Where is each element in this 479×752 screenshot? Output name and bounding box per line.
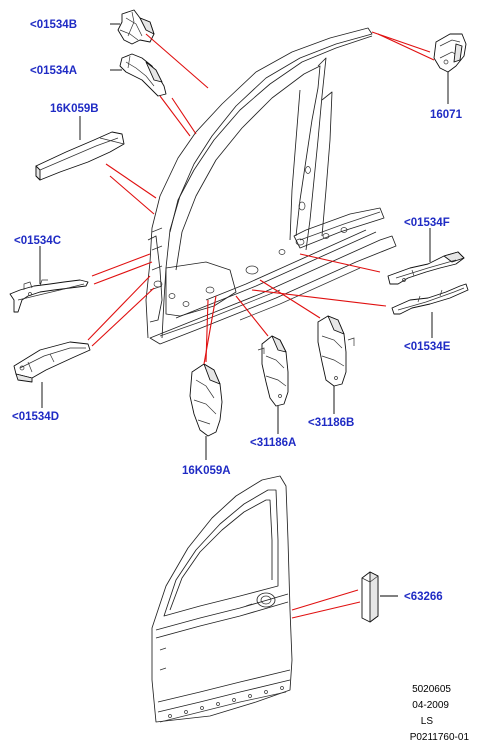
leader-01534B (145, 33, 209, 89)
drawing-number: 5020605 (412, 684, 451, 695)
drawing-reference: 5020605 04-2009 LS P0211760-01 (349, 682, 469, 746)
label-16071[interactable]: 16071 (430, 109, 463, 121)
leader-31186A (235, 295, 269, 337)
leader-16K059B-2 (109, 175, 155, 215)
leader-01534F (299, 253, 381, 273)
part-01534E[interactable] (391, 283, 469, 315)
label-01534A[interactable]: <01534A (30, 65, 77, 77)
part-01534A[interactable] (119, 53, 167, 97)
leader-01534A-2 (159, 95, 191, 137)
part-31186B[interactable] (317, 315, 355, 387)
label-31186A[interactable]: <31186A (250, 437, 296, 449)
drawing-part-id: P0211760-01 (409, 732, 469, 743)
leader-01534D-2 (91, 287, 155, 347)
callout-labels: <01534B <01534A 16K059B 16071 <01534C <0… (12, 19, 463, 603)
label-31186B[interactable]: <31186B (308, 417, 354, 429)
part-16071[interactable] (433, 33, 467, 73)
label-01534B[interactable]: <01534B (30, 19, 77, 31)
leader-lines (87, 31, 435, 619)
part-16K059B[interactable] (35, 131, 125, 181)
part-01534F[interactable] (387, 251, 465, 285)
leader-01534A-1 (171, 97, 197, 135)
label-16K059B[interactable]: 16K059B (50, 103, 99, 115)
part-31186A[interactable] (257, 335, 289, 407)
drawing-model: LS (420, 716, 433, 727)
leader-31186B (259, 279, 321, 319)
leader-01534C-2 (93, 261, 153, 285)
body-side-structure (145, 27, 397, 345)
leader-16K059B-1 (105, 163, 157, 199)
label-16K059A[interactable]: 16K059A (182, 465, 231, 477)
part-16K059A[interactable] (189, 363, 223, 437)
callout-leaders (39, 23, 449, 597)
part-01534B[interactable] (117, 9, 155, 45)
part-63266[interactable] (361, 571, 379, 623)
leader-16071-2 (377, 33, 435, 61)
label-01534E[interactable]: <01534E (404, 341, 451, 353)
leader-16K059A-2 (203, 295, 217, 365)
label-63266[interactable]: <63266 (404, 591, 443, 603)
drawing-date: 04-2009 (412, 700, 449, 711)
part-01534D[interactable] (13, 341, 91, 383)
leader-01534E (251, 289, 387, 307)
part-01534C[interactable] (9, 279, 89, 313)
leader-01534D-1 (87, 275, 151, 341)
label-01534C[interactable]: <01534C (14, 235, 61, 247)
leader-01534C-1 (91, 253, 151, 277)
front-door (151, 475, 293, 723)
leader-63266-1 (291, 589, 359, 611)
label-01534F[interactable]: <01534F (404, 217, 450, 229)
leader-63266-2 (291, 601, 361, 619)
label-01534D[interactable]: <01534D (12, 411, 59, 423)
